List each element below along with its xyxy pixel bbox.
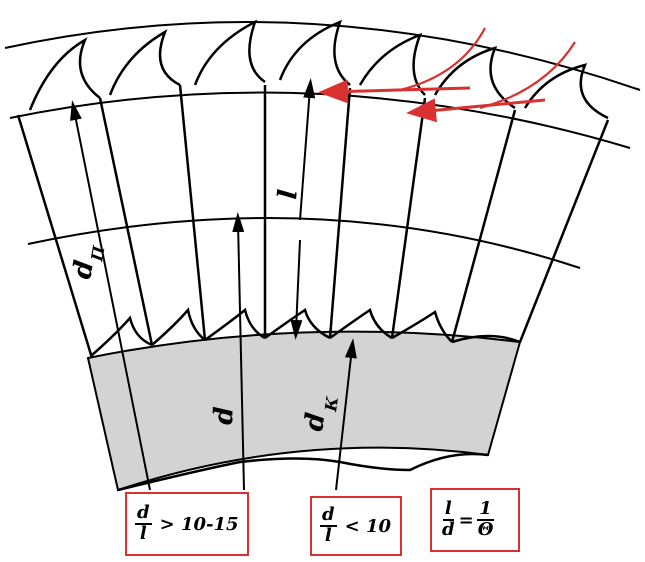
flow-arrows	[318, 27, 576, 123]
flow-arrow-1	[318, 79, 471, 104]
label-d-outer: d	[67, 258, 100, 281]
formula-box-1: d l > 10-15	[125, 492, 249, 556]
diameter-arrows	[70, 78, 357, 491]
blade-length-arrow-down	[290, 239, 303, 340]
hub-band	[86, 330, 522, 492]
label-d-root: d	[299, 411, 331, 433]
mean-arc	[27, 217, 581, 269]
label-d-mean: d	[209, 406, 240, 425]
label-d-outer-sub: П	[87, 244, 109, 264]
blade-lines	[16, 84, 610, 359]
d-outer-arrow	[70, 100, 151, 491]
blade-length-arrow-up	[299, 78, 316, 221]
equals-sign: =	[458, 509, 474, 531]
outer-casing-arc	[4, 21, 641, 91]
blade-tip-profiles	[28, 19, 609, 120]
relation-text: > 10-15	[159, 513, 239, 535]
fraction-d-over-l: d l	[320, 504, 337, 546]
flow-arrow-2	[406, 98, 546, 123]
d-mean-arrow	[232, 212, 245, 491]
d-root-arrow	[335, 338, 357, 491]
label-blade-length: l	[273, 188, 304, 201]
formula-box-2: d l < 10	[310, 496, 402, 556]
blade-root-profiles	[91, 307, 521, 356]
fraction-l-over-d: l d	[442, 498, 455, 540]
fraction-one-over-theta: 1 Θ	[477, 498, 494, 540]
fraction-d-over-l: d l	[135, 502, 152, 544]
formula-box-3: l d = 1 Θ	[430, 488, 520, 552]
flow-curve-1	[399, 27, 486, 92]
label-d-root-sub: К	[321, 395, 342, 413]
relation-text: < 10	[344, 515, 391, 537]
hub-scallop	[117, 452, 489, 492]
